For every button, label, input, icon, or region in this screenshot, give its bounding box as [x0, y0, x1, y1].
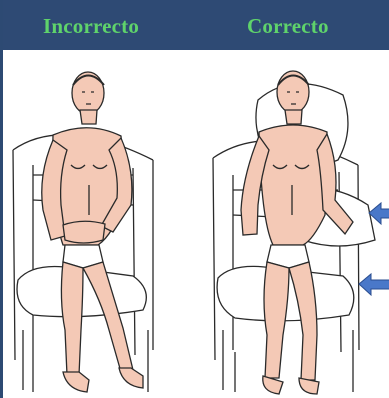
header-bar: Incorrecto Correcto — [3, 0, 389, 50]
title-correct: Correcto — [247, 14, 329, 39]
posture-illustration — [3, 50, 389, 398]
incorrect-posture-figure — [13, 72, 153, 392]
arrow-left-icon — [369, 203, 389, 224]
arrow-left-icon — [359, 274, 389, 295]
correct-posture-figure — [213, 71, 375, 394]
title-incorrect: Incorrecto — [43, 14, 139, 39]
